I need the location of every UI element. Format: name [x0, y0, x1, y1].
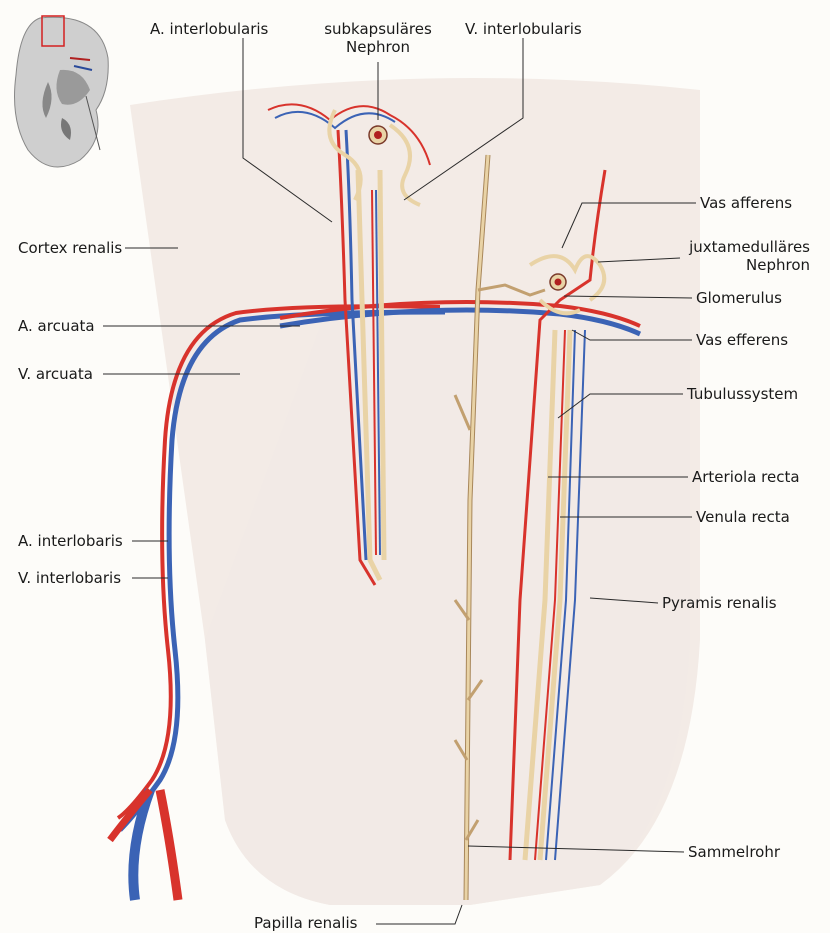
- label-subkapsulaeres-line2: Nephron: [322, 38, 434, 56]
- label-sammelrohr: Sammelrohr: [688, 843, 780, 861]
- label-papilla-renalis: Papilla renalis: [254, 914, 357, 932]
- label-v-interlobaris: V. interlobaris: [18, 569, 121, 587]
- label-subkapsulaeres-nephron: subkapsuläres Nephron: [322, 20, 434, 56]
- label-a-arcuata: A. arcuata: [18, 317, 95, 335]
- label-tubulussystem: Tubulussystem: [687, 385, 798, 403]
- label-a-interlobaris: A. interlobaris: [18, 532, 123, 550]
- label-a-interlobularis: A. interlobularis: [150, 20, 268, 38]
- label-juxtamedullaeres-nephron: juxtamedulläres Nephron: [684, 238, 810, 274]
- kidney-overview-icon: [15, 16, 109, 167]
- label-vas-afferens: Vas afferens: [700, 194, 792, 212]
- label-subkapsulaeres-line1: subkapsuläres: [322, 20, 434, 38]
- label-glomerulus: Glomerulus: [696, 289, 782, 307]
- label-vas-efferens: Vas efferens: [696, 331, 788, 349]
- label-v-interlobularis: V. interlobularis: [465, 20, 582, 38]
- label-v-arcuata: V. arcuata: [18, 365, 93, 383]
- label-cortex-renalis: Cortex renalis: [18, 239, 122, 257]
- label-arteriola-recta: Arteriola recta: [692, 468, 800, 486]
- label-venula-recta: Venula recta: [696, 508, 790, 526]
- label-pyramis-renalis: Pyramis renalis: [662, 594, 777, 612]
- label-juxtamedullaeres-line1: juxtamedulläres: [684, 238, 810, 256]
- label-juxtamedullaeres-line2: Nephron: [684, 256, 810, 274]
